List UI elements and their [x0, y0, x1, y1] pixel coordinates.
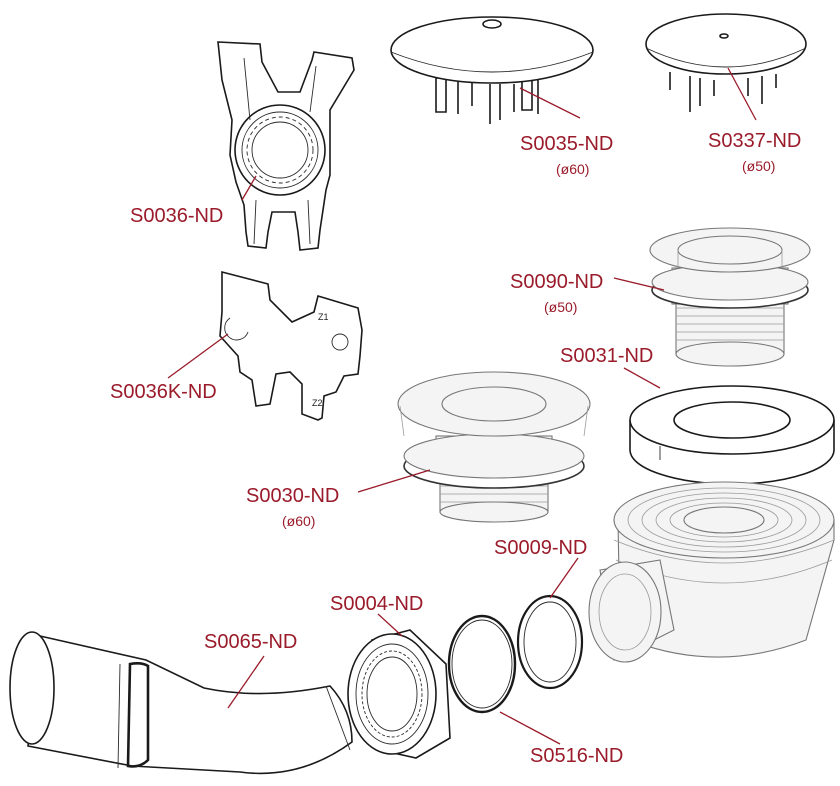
label-s0004: S0004-ND: [330, 593, 423, 615]
part-s0009-ring: [516, 594, 584, 690]
part-s0036-key-wrench: [217, 41, 355, 251]
part-s0004-union-nut: [347, 629, 451, 759]
label-s0036: S0036-ND: [130, 205, 223, 227]
part-s0065-pipe: [9, 631, 353, 775]
wrench-mark-z1: Z1: [318, 312, 329, 322]
label-s0337: S0337-ND: [708, 130, 801, 152]
label-s0090: S0090-ND: [510, 271, 603, 293]
part-s0036k-spanner: Z1 Z2: [219, 270, 363, 421]
label-s0090-diameter: (ø50): [544, 299, 577, 315]
label-s0035-diameter: (ø60): [556, 161, 589, 177]
part-s0516-seal: [447, 614, 517, 714]
wrench-mark-z2: Z2: [312, 398, 323, 408]
part-s0030-waste-flange: [397, 371, 591, 523]
leader-lines: [167, 67, 757, 745]
label-s0030-diameter: (ø60): [282, 513, 315, 529]
part-s0337-cover-cap: [645, 13, 807, 112]
label-s0065: S0065-ND: [204, 631, 297, 653]
label-s0030: S0030-ND: [246, 485, 339, 507]
label-s0031: S0031-ND: [560, 345, 653, 367]
label-s0009: S0009-ND: [494, 537, 587, 559]
label-s0516: S0516-ND: [530, 745, 623, 767]
part-s0090-waste-flange: [649, 227, 811, 367]
label-s0337-diameter: (ø50): [742, 158, 775, 174]
part-trap-body: [588, 481, 835, 663]
part-s0031-ring-spacer: [629, 385, 835, 485]
part-s0035-cover-cap: [390, 16, 594, 124]
label-s0036k: S0036K-ND: [110, 381, 217, 403]
label-s0035: S0035-ND: [520, 133, 613, 155]
